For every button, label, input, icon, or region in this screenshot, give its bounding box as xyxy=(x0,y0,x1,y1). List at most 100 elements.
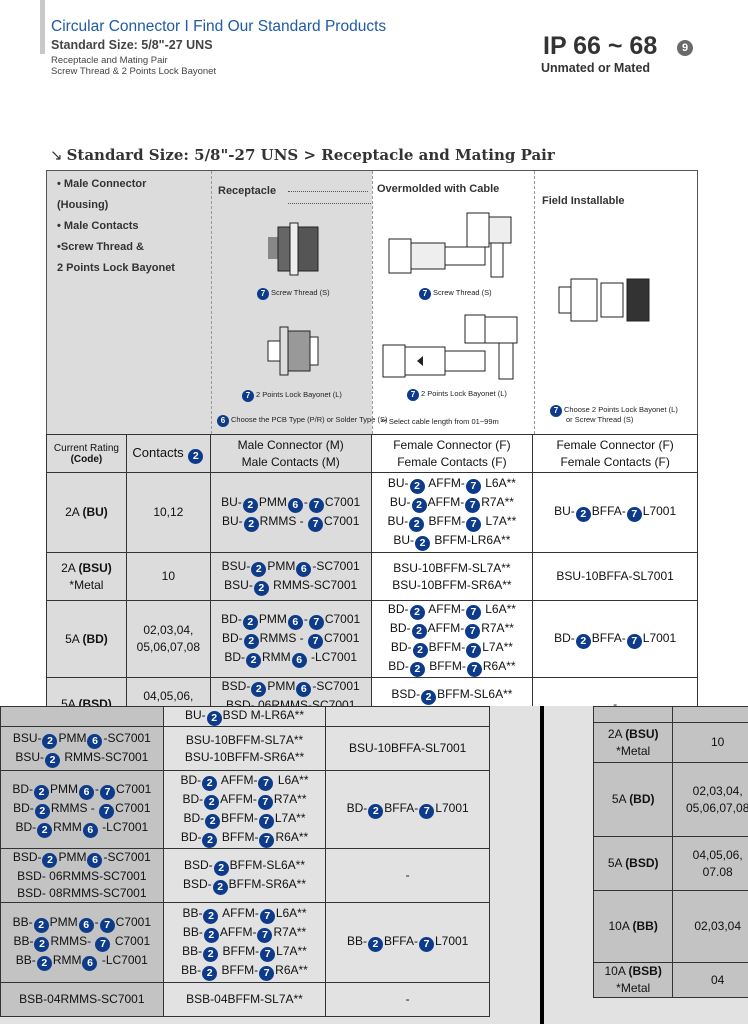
badge-7-icon: 7 xyxy=(419,288,431,300)
badge-2-icon: 2 xyxy=(411,624,427,639)
badge-7-icon: 7 xyxy=(308,614,324,630)
badge-6-icon: 6 xyxy=(78,918,94,933)
rating-cell: 10A (BB) xyxy=(592,890,674,963)
badge-2-icon: 2 xyxy=(213,860,229,876)
badge-7-icon: 7 xyxy=(626,507,642,522)
header-current-rating: Current Rating(Code) xyxy=(46,434,127,473)
part-number: BSB-04BFFM-SL7A** xyxy=(186,992,303,1006)
table-cell xyxy=(592,706,674,723)
rating-cell: 5A (BD) xyxy=(592,762,674,837)
badge-6-icon: 6 xyxy=(296,682,312,697)
ip-rating-sub: Unmated or Mated xyxy=(541,61,651,75)
badge-7-icon: 7 xyxy=(259,908,275,924)
contacts-cell: 10,12 xyxy=(125,472,211,553)
badge-7-icon: 7 xyxy=(626,633,642,649)
rating-cell: 2A (BSU)*Metal xyxy=(592,722,674,763)
contacts-cell: 10 xyxy=(125,552,211,601)
table-row: 5A (BD)02,03,04,05,06,07,08 xyxy=(592,762,748,837)
feature-item: 2 Points Lock Bayonet xyxy=(57,262,175,274)
badge-7-icon: 7 xyxy=(550,405,562,417)
caption-field-choose-2: or Screw Thread (S) xyxy=(566,415,634,424)
overmolded-bayonet-image xyxy=(382,314,518,380)
page-title: Circular Connector I Find Our Standard P… xyxy=(51,18,387,35)
badge-7-icon: 7 xyxy=(466,662,482,677)
rating-cell: 5A (BD) xyxy=(46,600,127,678)
header-male: Male Connector (M)Male Contacts (M) xyxy=(209,434,372,473)
ip-badge-icon: 9 xyxy=(677,40,693,56)
table-cell xyxy=(0,706,164,727)
badge-7-icon: 7 xyxy=(259,965,275,981)
badge-2-icon: 2 xyxy=(205,813,221,829)
badge-7-icon: 7 xyxy=(466,516,482,532)
part-number: BD-2 AFFM-7 L6A** xyxy=(387,602,516,620)
rating-cell: 2A (BSU)*Metal xyxy=(46,552,127,601)
field-installable-image xyxy=(558,278,650,322)
badge-6-icon: 6 xyxy=(287,614,303,630)
part-number: BSU-10BFFM-SR6A** xyxy=(184,749,305,764)
badge-2-icon: 2 xyxy=(251,682,267,697)
badge-2-icon: 2 xyxy=(37,823,53,838)
field-installable-label: Field Installable xyxy=(542,195,625,207)
page-subtitle: Standard Size: 5/8"-27 UNS xyxy=(51,38,213,52)
badge-2-icon: 2 xyxy=(203,946,219,962)
badge-2-icon: 2 xyxy=(188,448,204,464)
badge-7-icon: 7 xyxy=(407,389,419,401)
page-desc-1: Receptacle and Mating Pair xyxy=(51,55,168,66)
part-number: BSU-10BFFM-SL7A** xyxy=(393,560,511,575)
badge-2-icon: 2 xyxy=(212,879,228,895)
badge-6-icon: 6 xyxy=(217,415,229,427)
badge-2-icon: 2 xyxy=(246,652,261,668)
overmolded-screw-image xyxy=(388,212,512,278)
part-number: BSB-04RMMS-SC7001 xyxy=(19,992,145,1006)
badge-6-icon: 6 xyxy=(82,823,98,838)
male-cell: BSB-04RMMS-SC7001 xyxy=(0,982,164,1017)
badge-7-icon: 7 xyxy=(308,633,323,649)
table-header-row: Current Rating(Code) Contacts 2 Male Con… xyxy=(46,434,698,473)
table-row: 5A (BSD)04,05,06,07.08 xyxy=(592,836,748,891)
product-table: Current Rating(Code) Contacts 2 Male Con… xyxy=(46,434,698,732)
badge-2-icon: 2 xyxy=(42,853,58,868)
table-cell xyxy=(325,706,490,727)
badge-2-icon: 2 xyxy=(409,516,425,532)
badge-7-icon: 7 xyxy=(418,937,434,952)
field-cell: BSU-10BFFA-SL7001 xyxy=(325,726,490,771)
part-number: BSD- 08RMMS-SC7001 xyxy=(17,886,147,900)
badge-7-icon: 7 xyxy=(419,804,435,819)
badge-2-icon: 2 xyxy=(411,497,427,513)
badge-7-icon: 7 xyxy=(95,937,111,952)
header-contacts: Contacts 2 xyxy=(125,434,211,473)
receptacle-bayonet-image xyxy=(267,326,319,376)
badge-7-icon: 7 xyxy=(260,946,276,962)
part-number: - xyxy=(405,868,410,882)
badge-2-icon: 2 xyxy=(202,965,218,981)
header-field-installable: Female Connector (F)Female Contacts (F) xyxy=(532,434,698,473)
